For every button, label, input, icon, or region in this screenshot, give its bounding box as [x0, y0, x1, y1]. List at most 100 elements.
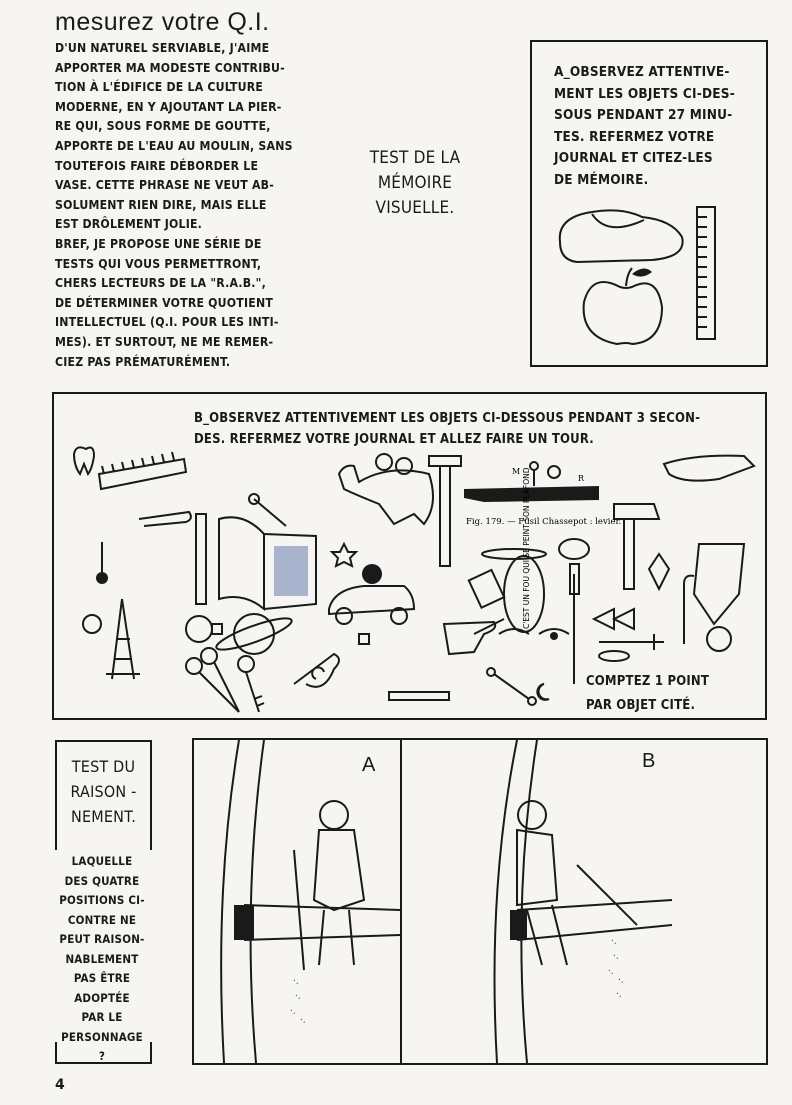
ruler-icon — [195, 513, 207, 605]
bee-icon — [558, 538, 590, 560]
scissors-icon — [185, 647, 240, 713]
intro-line: VASE. CETTE PHRASE NE VEUT AB- — [55, 178, 274, 193]
cow-icon — [337, 464, 434, 526]
intro-line: TOUTEFOIS FAIRE DÉBORDER LE — [55, 158, 259, 173]
text-line: DES. REFERMEZ VOTRE JOURNAL ET ALLEZ FAI… — [194, 432, 594, 447]
reasoning-panel-b: B — [400, 738, 768, 1065]
key-icon — [237, 655, 265, 713]
intro-line: INTELLECTUEL (Q.I. POUR LES INTI- — [55, 315, 279, 330]
rifle-lever-icon — [464, 461, 599, 502]
intro-paragraph: D'UN NATUREL SERVIABLE, J'AIME APPORTER … — [55, 39, 317, 372]
eiffel-tower-icon — [106, 598, 140, 680]
fish-bottle-icon — [662, 454, 756, 482]
text-line: NABLEMENT — [65, 951, 139, 966]
text-line: PEUT RAISON- — [59, 932, 145, 946]
figure-label-r: R — [578, 474, 585, 483]
text-line: TES. REFERMEZ VOTRE — [554, 128, 715, 145]
figure-label-m: M — [512, 467, 520, 476]
branch — [234, 904, 400, 941]
text-line: SOUS PENDANT 27 MINU- — [554, 107, 733, 123]
text-line: ADOPTÉE — [74, 990, 130, 1005]
text-line: POSITIONS CI- — [59, 893, 145, 907]
reasoning-test-heading-box: TEST DU RAISON - NEMENT. — [55, 740, 152, 850]
text-line: DES QUATRE — [64, 873, 140, 888]
slipper-icon — [558, 209, 684, 264]
reasoning-question: LAQUELLE DES QUATRE POSITIONS CI- CONTRE… — [50, 852, 154, 1067]
text-line: COMPTEZ 1 POINT — [586, 674, 710, 689]
panel-label: B — [642, 750, 656, 772]
toothbrush-icon — [569, 563, 580, 684]
text-line: CONTRE NE — [67, 912, 137, 927]
bracket-bottom — [55, 1042, 152, 1064]
panel-a-illustrations — [558, 206, 716, 346]
pencil-icon — [473, 618, 505, 635]
page-number: 4 — [55, 1077, 65, 1093]
bone-icon — [486, 667, 537, 706]
brush-icon — [97, 451, 188, 491]
soap-dish-icon — [598, 650, 630, 662]
tooth-icon — [72, 446, 96, 477]
comb-icon — [696, 206, 716, 340]
book-icon — [218, 516, 317, 612]
eyeglasses-icon — [375, 453, 413, 475]
intro-line: APPORTER MA MODESTE CONTRIBU- — [55, 60, 285, 75]
intro-line: DE DÉTERMINER VOTRE QUOTIENT — [55, 295, 274, 310]
intro-line: MES). ET SURTOUT, NE ME REMER- — [55, 334, 274, 349]
sawdust — [608, 939, 624, 998]
t-square-icon — [428, 455, 462, 567]
text-line: A_OBSERVEZ ATTENTIVE- — [554, 64, 730, 80]
scoring-caption: COMPTEZ 1 POINT PAR OBJET CITÉ. — [586, 670, 709, 718]
intro-line: CHERS LECTEURS DE LA "R.A.B.", — [55, 276, 266, 291]
pointing-hand-icon — [442, 620, 497, 656]
cherry-icon — [96, 542, 108, 584]
snail-icon — [293, 652, 340, 688]
intro-line: SOLUMENT RIEN DIRE, MAIS ELLE — [55, 197, 267, 212]
text-line: JOURNAL ET CITEZ-LES — [554, 150, 713, 166]
fountain-pen-icon — [388, 691, 450, 701]
car-with-driver-icon — [328, 541, 416, 645]
safety-pin-icon — [138, 510, 192, 527]
intro-line: EST DRÔLEMENT JOLIE. — [55, 217, 203, 232]
cane-icon — [683, 574, 695, 644]
hammer-icon — [613, 503, 661, 590]
saturn-icon — [215, 613, 293, 655]
tree-trunk — [220, 740, 265, 1063]
panel-b-drawing — [493, 740, 673, 1063]
bow-tie-icon — [591, 607, 635, 631]
saw-icon — [576, 864, 638, 926]
spinning-top-icon — [647, 552, 671, 592]
intro-line: APPORTE DE L'EAU AU MOULIN, SANS — [55, 138, 293, 153]
heading-line: MÉMOIRE — [377, 173, 453, 193]
saw-icon — [293, 849, 305, 971]
light-bulb-icon — [185, 615, 223, 643]
panel-b: B_OBSERVEZ ATTENTIVEMENT LES OBJETS CI-D… — [52, 392, 767, 720]
sawdust — [290, 979, 306, 1024]
apple-icon — [582, 267, 664, 346]
panel-b-illustrations: M R Fig. 179. — Fusil Chassepot : levier… — [72, 446, 756, 713]
text-line: PAR OBJET CITÉ. — [586, 698, 696, 713]
heading-line: TEST DU — [71, 757, 136, 776]
text-line: ? — [98, 1049, 106, 1063]
propeller-icon — [481, 548, 547, 560]
reasoning-test-heading: TEST DU RAISON - NEMENT. — [57, 754, 150, 829]
panel-a: A_OBSERVEZ ATTENTIVE- MENT LES OBJETS CI… — [530, 40, 768, 367]
panel-b-instructions: B_OBSERVEZ ATTENTIVEMENT LES OBJETS CI-D… — [194, 408, 700, 450]
intro-line: D'UN NATUREL SERVIABLE, J'AIME — [55, 41, 270, 55]
intro-line: BREF, JE PROPOSE UNE SÉRIE DE — [55, 236, 262, 251]
eyes-icon — [498, 628, 570, 640]
text-line: B_OBSERVEZ ATTENTIVEMENT LES OBJETS CI-D… — [194, 411, 701, 426]
nail-icon — [248, 493, 287, 527]
intro-line: TESTS QUI VOUS PERMETTRONT, — [55, 256, 262, 271]
hand-drill-icon — [599, 634, 664, 650]
intro-line: CIEZ PAS PRÉMATURÉMENT. — [55, 354, 231, 369]
text-line: MENT LES OBJETS CI-DES- — [554, 85, 735, 102]
heading-line: TEST DE LA — [369, 148, 461, 168]
intro-line: RE QUI, SOUS FORME DE GOUTTE, — [55, 119, 271, 134]
memory-test-heading: TEST DE LA MÉMOIRE VISUELLE. — [340, 146, 490, 221]
text-line: PERSONNAGE — [61, 1029, 143, 1044]
intro-line: TION À L'ÉDIFICE DE LA CULTURE — [55, 80, 264, 95]
text-line: LAQUELLE — [71, 854, 133, 868]
intro-line: MODERNE, EN Y AJOUTANT LA PIER- — [55, 99, 282, 114]
man-sawing-figure — [312, 800, 366, 966]
reasoning-panel-a: A — [192, 738, 402, 1065]
